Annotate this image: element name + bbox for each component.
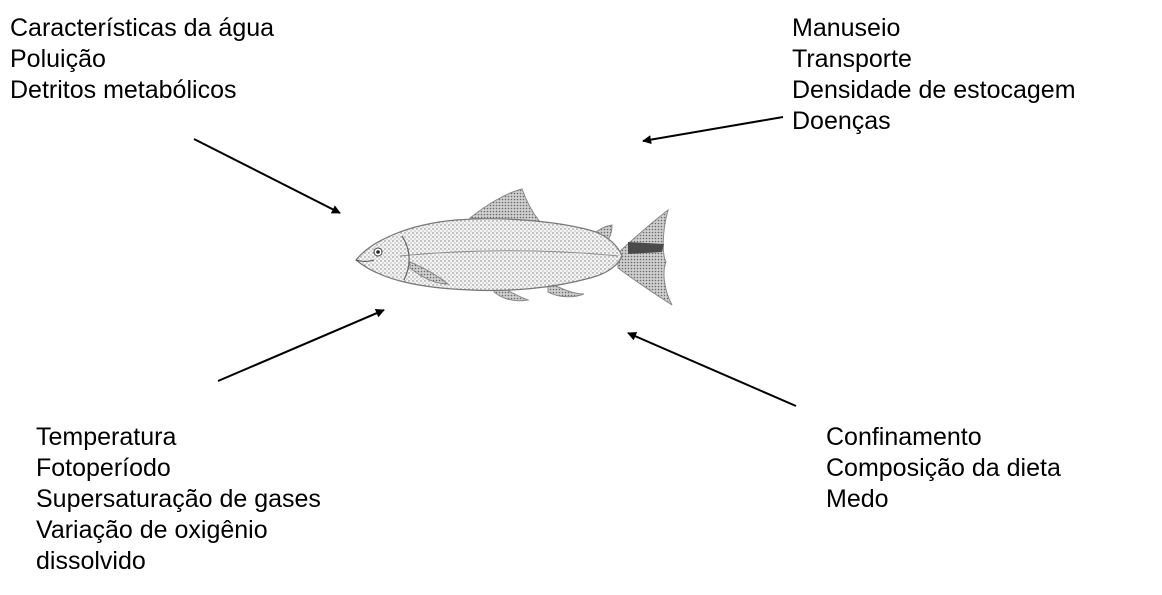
arrow-bottom-right: [628, 333, 796, 406]
arrow-top-right: [643, 117, 783, 141]
arrow-bottom-left: [218, 310, 384, 381]
arrow-top-left: [194, 139, 340, 213]
fish-illustration-icon: [356, 189, 672, 305]
